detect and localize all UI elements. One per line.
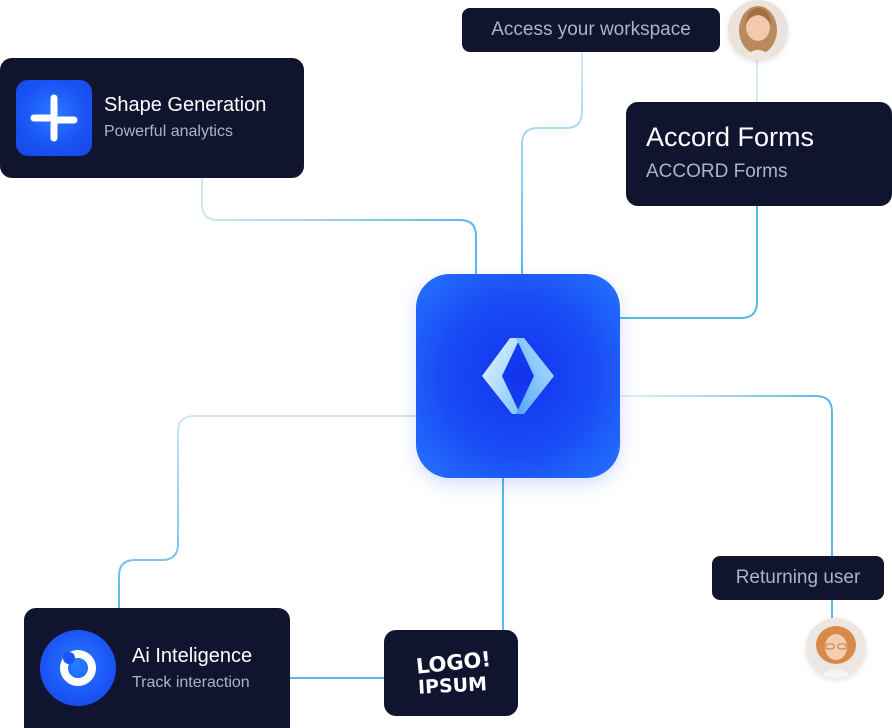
connector-hub-returning (620, 395, 833, 556)
connector-hub-ai (118, 415, 416, 608)
svg-text:IPSUM: IPSUM (417, 673, 487, 699)
user-avatar-bottom (806, 618, 866, 678)
ai-intelligence-subtitle: Track interaction (132, 674, 250, 691)
shape-generation-card[interactable]: Shape Generation Powerful analytics (0, 58, 304, 178)
ring-icon (40, 630, 116, 706)
accord-forms-subtitle: ACCORD Forms (646, 161, 788, 182)
central-hub[interactable] (416, 274, 620, 478)
shape-generation-title: Shape Generation (104, 94, 267, 116)
logo-ipsum-card[interactable]: LOGO! IPSUM (384, 630, 518, 716)
accord-forms-title: Accord Forms (646, 122, 815, 152)
connector-access-hub (521, 52, 583, 274)
accord-forms-card[interactable]: Accord Forms ACCORD Forms (626, 102, 892, 206)
returning-user-pill[interactable]: Returning user (712, 556, 884, 600)
shape-generation-subtitle: Powerful analytics (104, 123, 233, 140)
user-avatar-top (728, 0, 788, 60)
ai-intelligence-title: Ai Inteligence (132, 645, 253, 667)
diamond-logo-icon (482, 338, 554, 414)
access-workspace-pill[interactable]: Access your workspace (462, 8, 720, 52)
logo-ipsum-icon: LOGO! IPSUM (415, 648, 490, 699)
connector-accord-hub (620, 206, 758, 319)
ai-intelligence-card[interactable]: Ai Inteligence Track interaction (24, 608, 290, 728)
connector-shape-hub (201, 178, 477, 274)
cross-split-icon (16, 80, 92, 156)
